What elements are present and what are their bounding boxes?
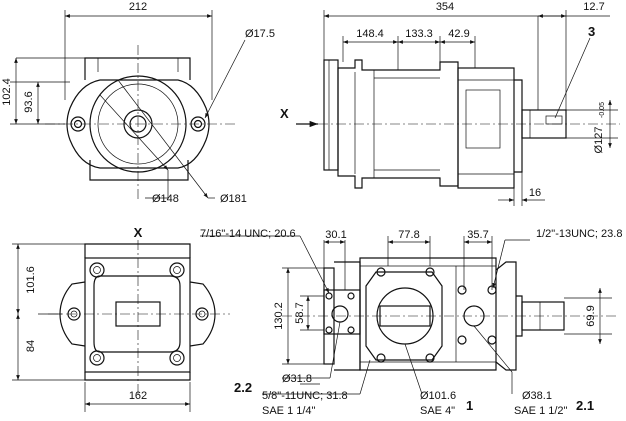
port-main-dia-label: Ø101.6 xyxy=(420,390,456,402)
port-height-a-label: 130.2 xyxy=(273,302,285,330)
port-right-dia-label: Ø38.1 xyxy=(522,390,552,402)
port-dim-a-label: 30.1 xyxy=(325,229,346,241)
side-shaft-dia-label: Ø127 xyxy=(593,127,605,154)
side-callout-3: 3 xyxy=(588,24,595,39)
front-bolt-hole-label: Ø17.5 xyxy=(245,28,275,40)
port-main-sae-label: SAE 4" xyxy=(420,405,455,417)
port-thread-large-label: 1/2"-13UNC; 23.8 xyxy=(536,228,622,240)
port-callout-2-2: 2.2 xyxy=(234,380,252,395)
side-shaft-tol-label: -0.05 xyxy=(599,102,606,118)
bottom-view-label: X xyxy=(134,225,143,240)
port-small-dia-label: Ø31.8 xyxy=(282,373,312,385)
port-thread-small-label: 7/16"-14 UNC; 20.6 xyxy=(200,228,296,240)
port-height-b-label: 58.7 xyxy=(294,302,306,323)
side-key-offset-label: 16 xyxy=(529,187,541,199)
side-len-c-label: 42.9 xyxy=(448,28,469,40)
port-callout-1: 1 xyxy=(466,398,473,413)
port-dim-b-label: 77.8 xyxy=(398,229,419,241)
port-height-c-label: 69.9 xyxy=(585,305,597,326)
bottom-view xyxy=(12,240,230,412)
side-len-b-label: 133.3 xyxy=(405,28,433,40)
side-len-a-label: 148.4 xyxy=(356,28,384,40)
side-view-arrow-label: X xyxy=(280,106,289,121)
bottom-height-b-label: 84 xyxy=(25,340,37,352)
front-view xyxy=(10,10,246,200)
port-callout-2-1: 2.1 xyxy=(576,398,594,413)
side-overall-length-label: 354 xyxy=(436,1,454,13)
bottom-width-label: 162 xyxy=(129,390,147,402)
port-small-thread-label: 5/8"-11UNC; 31.8 xyxy=(262,390,348,402)
bottom-height-a-label: 101.6 xyxy=(25,266,37,294)
front-width-label: 212 xyxy=(129,1,147,13)
front-height-inner-label: 93.6 xyxy=(23,91,35,112)
port-small-sae-label: SAE 1 1/4" xyxy=(262,405,316,417)
front-outer-circle-label: Ø181 xyxy=(220,193,247,205)
port-view xyxy=(200,235,618,395)
front-height-outer-label: 102.4 xyxy=(1,78,13,106)
side-shaft-extension-label: 12.7 xyxy=(583,1,604,13)
side-view xyxy=(296,10,620,206)
port-right-sae-label: SAE 1 1/2" xyxy=(514,405,568,417)
front-bolt-circle-label: Ø148 xyxy=(152,193,179,205)
port-dim-c-label: 35.7 xyxy=(467,229,488,241)
